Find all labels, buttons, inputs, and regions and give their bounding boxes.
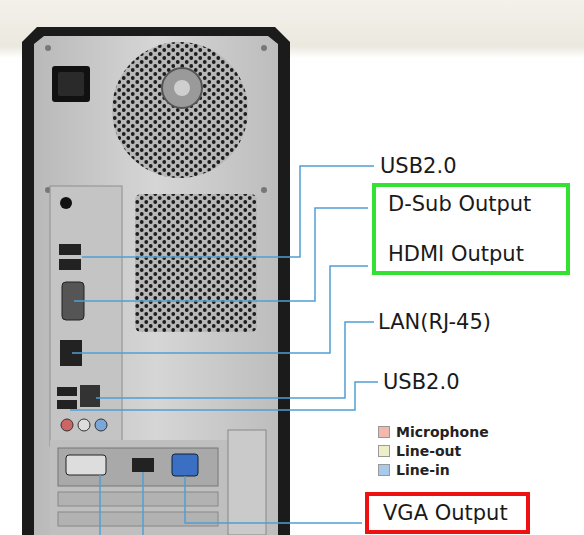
callout-box: VGA Output <box>365 492 530 534</box>
legend-text: Line-out <box>396 443 461 459</box>
port-label: LAN(RJ-45) <box>378 309 491 335</box>
port-label: USB2.0 <box>380 153 457 179</box>
port-label: USB2.0 <box>383 369 460 395</box>
legend-swatch <box>378 464 390 476</box>
port-label: VGA Output <box>383 500 512 526</box>
legend-swatch <box>378 426 390 438</box>
callout-box: D-Sub OutputHDMI Output <box>372 183 570 275</box>
legend-entry: Line-in <box>378 461 450 479</box>
legend-text: Microphone <box>396 424 489 440</box>
legend-text: Line-in <box>396 462 450 478</box>
port-label: D-Sub Output <box>388 191 554 217</box>
legend-swatch <box>378 445 390 457</box>
legend-entry: Microphone <box>378 423 489 441</box>
port-label: HDMI Output <box>388 241 554 267</box>
legend-entry: Line-out <box>378 442 461 460</box>
